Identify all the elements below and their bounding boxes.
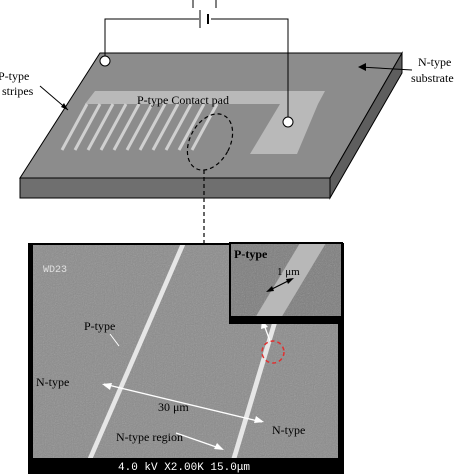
sem-stripe-left xyxy=(87,243,186,460)
pointer-stripes-head xyxy=(61,103,68,110)
width-arrow-head-right xyxy=(286,278,294,284)
n-region-arrow-head xyxy=(214,443,224,450)
inset-footer-bar xyxy=(230,316,342,323)
inset-frame xyxy=(229,242,343,324)
stripe xyxy=(86,103,115,151)
sem-frame-top-bar xyxy=(28,243,344,245)
contact-pad-block xyxy=(250,104,318,154)
contact-pad-band xyxy=(85,91,325,104)
spacing-arrow-head-right xyxy=(254,416,264,423)
sem-footer-text: 4.0 kV X2.00K 15.0μm xyxy=(118,462,250,474)
sem-footer-bar xyxy=(28,458,342,474)
n-region-arrow xyxy=(175,432,223,450)
contact-terminal-right xyxy=(282,116,294,128)
sem-frame-left-bar xyxy=(28,243,33,474)
wire-right xyxy=(211,18,289,120)
substrate-front-face xyxy=(19,177,331,199)
sem-wd-label: WD23 xyxy=(43,265,67,276)
substrate-side-face xyxy=(329,51,403,200)
label-n-substrate-line1: N-type xyxy=(418,55,451,69)
stripe xyxy=(99,103,128,151)
p-contact-region xyxy=(60,91,325,154)
label-n-substrate-line2: substrate xyxy=(411,71,454,85)
inset-label-p-type: P-type xyxy=(234,247,268,261)
width-arrow-head-left xyxy=(266,286,274,292)
pointer-substrate xyxy=(359,66,413,71)
sem-label-spacing: 30 μm xyxy=(158,400,189,414)
sem-zoom-circle xyxy=(261,340,285,364)
sem-label-n-type-left: N-type xyxy=(36,375,69,389)
stripe xyxy=(112,103,141,151)
sem-frame-right-bar xyxy=(338,243,344,474)
zoom-ellipse xyxy=(186,113,234,171)
stripe xyxy=(164,103,193,151)
label-contact-pad: P-type Contact pad xyxy=(137,93,229,107)
sem-label-n-region: N-type region xyxy=(116,430,183,444)
sem-label-p-type: P-type xyxy=(84,319,115,333)
label-p-stripes-line2: stripes xyxy=(2,84,34,98)
bias-circuit xyxy=(104,0,289,120)
pointer-substrate-head xyxy=(358,63,366,71)
substrate-block xyxy=(19,51,403,200)
stripe xyxy=(60,103,89,151)
spacing-arrow xyxy=(103,383,263,423)
contact-terminal-left xyxy=(99,55,111,67)
stripe xyxy=(125,103,154,151)
pointer-sem-p-type xyxy=(109,333,120,347)
stripe xyxy=(73,103,102,151)
inset-label-width: 1 μm xyxy=(277,266,300,278)
stripe xyxy=(138,103,167,151)
label-p-stripes-line1: P-type xyxy=(0,69,29,83)
stripe xyxy=(177,103,206,151)
stripe xyxy=(190,103,219,151)
stripe xyxy=(151,103,180,151)
wire-left xyxy=(104,18,199,58)
sem-label-n-type-right: N-type xyxy=(272,423,305,437)
p-type-stripes xyxy=(60,103,219,151)
spacing-arrow-head-left xyxy=(102,383,112,390)
